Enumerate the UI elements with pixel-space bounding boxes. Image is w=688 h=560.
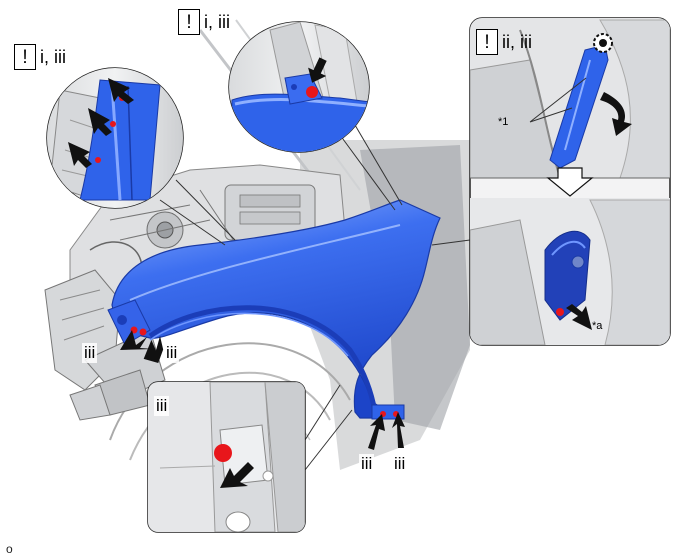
caution-icon: ! <box>476 29 498 55</box>
caution-note-top-center: ! i, iii <box>178 9 230 35</box>
step-label-bottom-left: iii <box>359 454 375 474</box>
caution-note-top-left: ! i, iii <box>14 44 66 70</box>
callout-leader-lines <box>159 124 471 471</box>
point-label-a: *a <box>592 320 603 332</box>
main-pointer-arrows <box>120 330 405 450</box>
detail-circle-top-left <box>46 67 184 209</box>
step-label-front-right: iii <box>164 343 180 363</box>
caution-icon: ! <box>14 44 36 70</box>
front-fender <box>107 199 441 420</box>
detail-circle-top-center <box>228 21 370 153</box>
step-label-bottom-right: iii <box>392 454 408 474</box>
step-label-front-left: iii <box>82 343 98 363</box>
step-reference: i, iii <box>204 11 230 32</box>
caution-icon: ! <box>178 9 200 35</box>
step-reference: ii, iii <box>502 31 532 52</box>
step-reference: i, iii <box>40 46 66 67</box>
caution-note-right: ! ii, iii <box>476 29 532 55</box>
part-label-1: *1 <box>498 116 509 128</box>
figure-code: o <box>6 542 13 556</box>
detail-panel-right <box>469 17 671 346</box>
detail-panel-bottom <box>147 381 306 533</box>
bottom-detail-step-label: iii <box>154 396 170 416</box>
